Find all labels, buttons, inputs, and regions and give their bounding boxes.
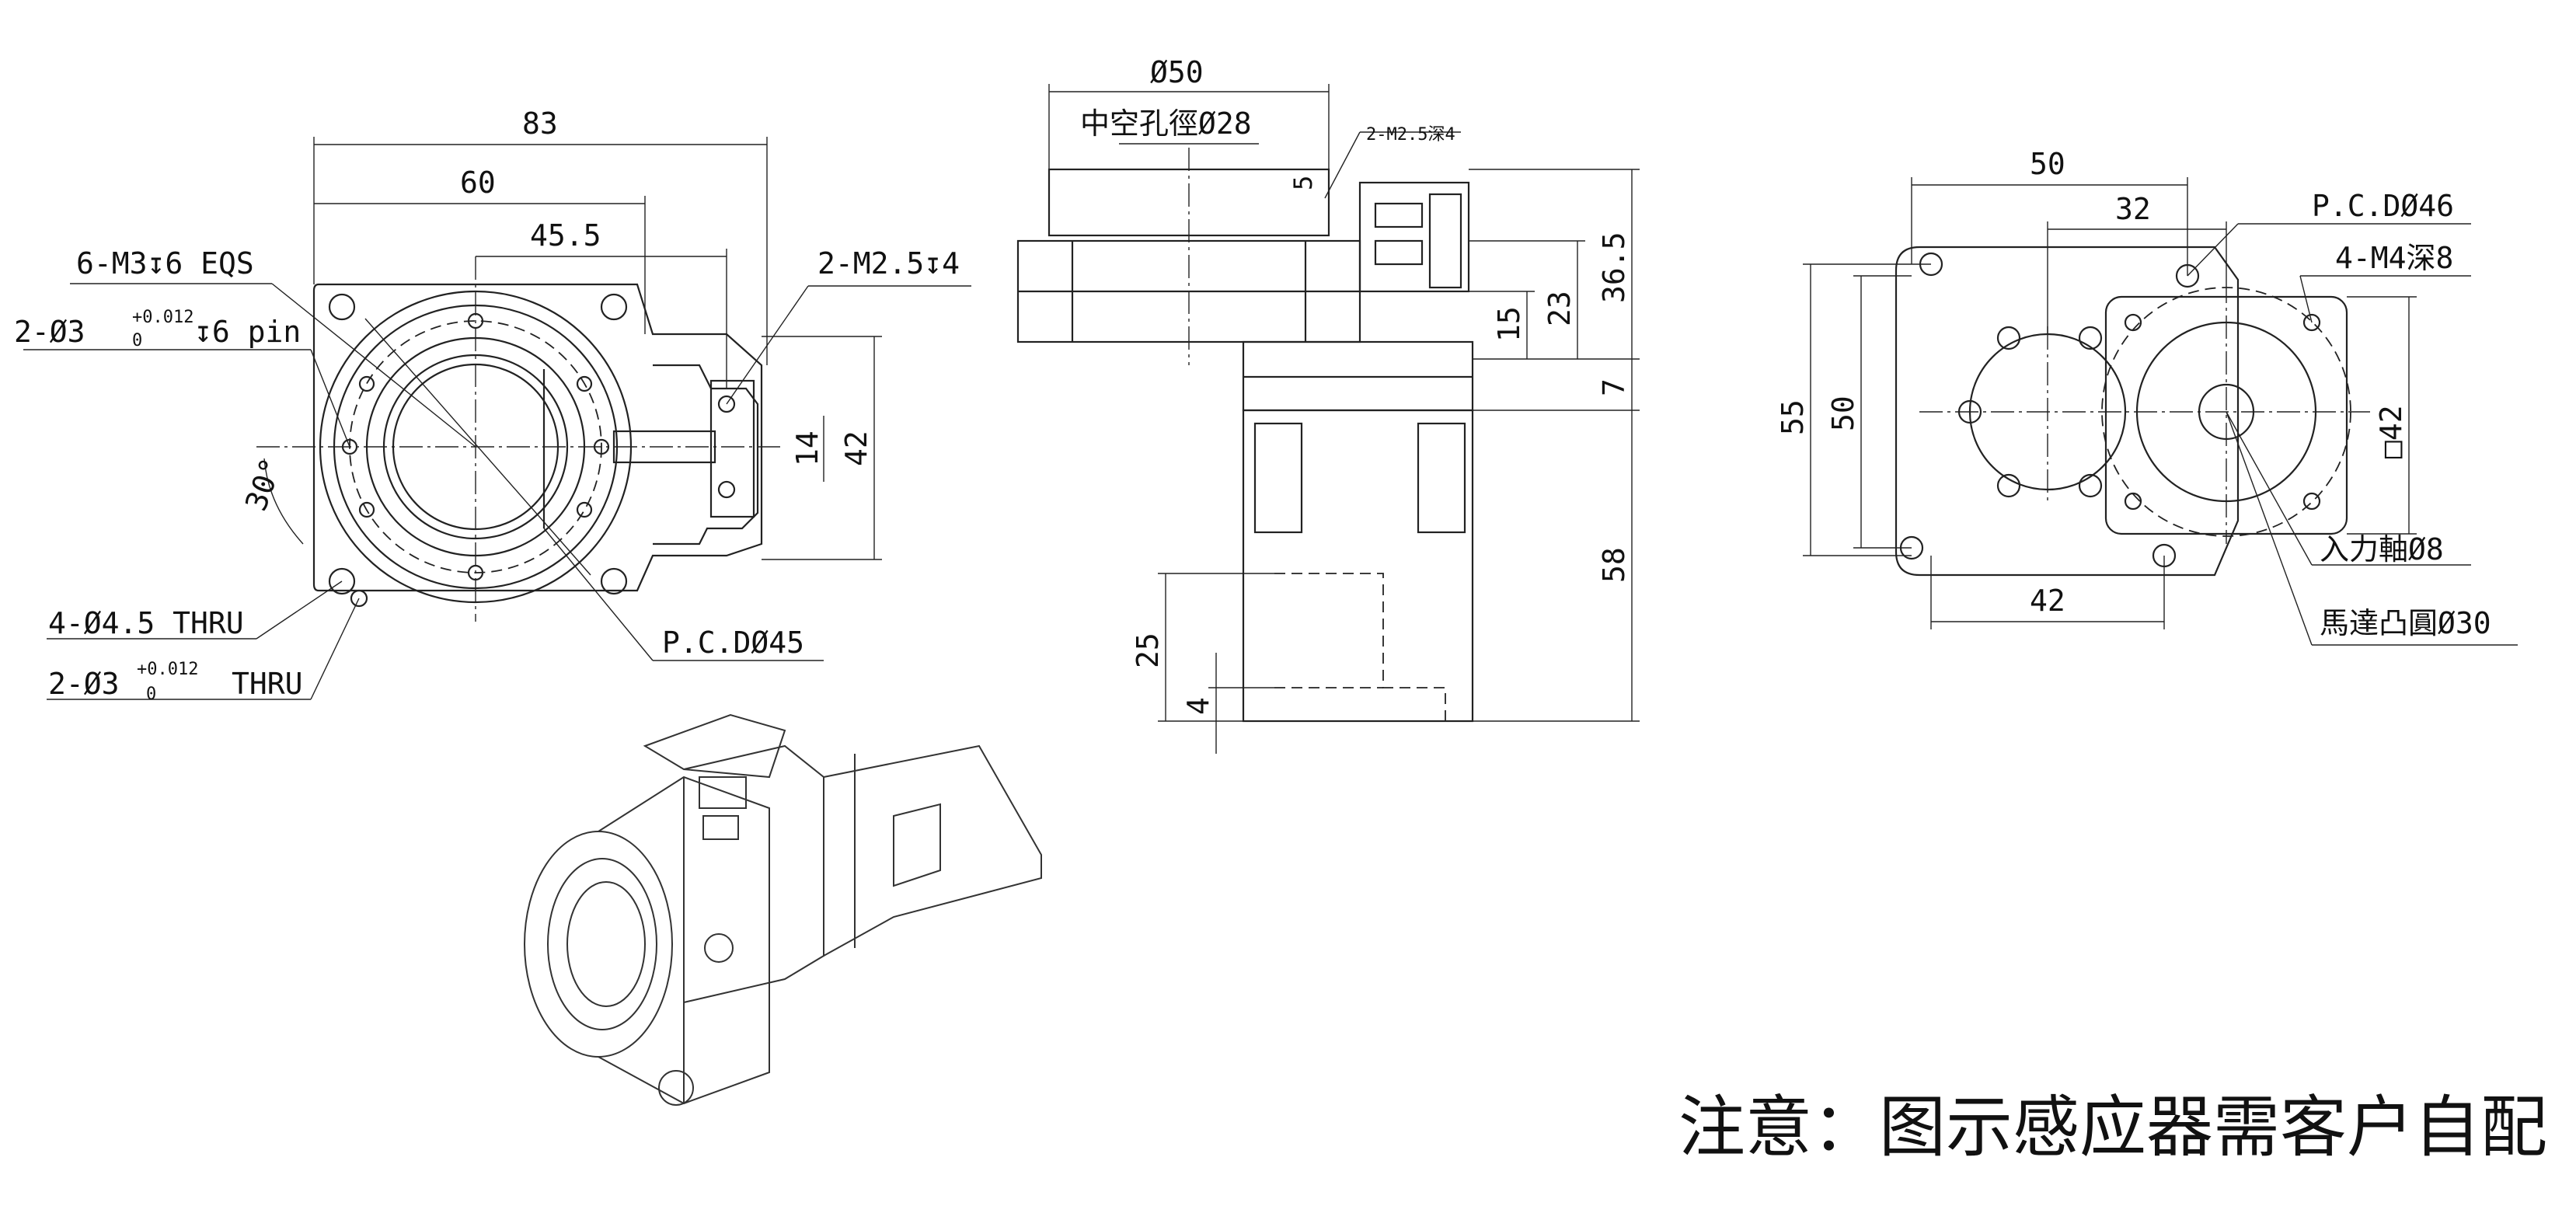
dim-15: 15 bbox=[1492, 306, 1526, 342]
dim-motor-50-left: 50 bbox=[1826, 396, 1860, 431]
customer-note: 注意：图示感应器需客户自配 bbox=[1678, 1089, 2547, 1166]
front-diagonal bbox=[364, 318, 591, 576]
callout-pin-tol-lower: 0 bbox=[132, 331, 142, 350]
callout-motor-pcd: P.C.DØ46 bbox=[2312, 189, 2454, 223]
front-pin-hole bbox=[350, 589, 368, 608]
side-motor-housing bbox=[1242, 409, 1474, 723]
callout-input-shaft: 入力軸Ø8 bbox=[2320, 532, 2444, 566]
callout-motor-boss: 馬達凸圓Ø30 bbox=[2320, 606, 2491, 640]
front-sensor-bracket bbox=[709, 379, 755, 518]
motor-housing-outline bbox=[1895, 246, 2240, 577]
callout-pin-suffix: ↧6 pin bbox=[194, 315, 301, 349]
side-sensor-block bbox=[1358, 181, 1470, 293]
front-m2-5-hole bbox=[717, 480, 736, 499]
dim-60: 60 bbox=[460, 166, 496, 200]
dim-5: 5 bbox=[1288, 176, 1318, 190]
dim-42-bottom: 42 bbox=[2030, 584, 2065, 618]
hollow-bore: 中空孔徑Ø28 bbox=[1080, 106, 1252, 141]
motor-view: 50 32 P.C.DØ46 4-M4深8 55 50 □42 42 入力軸Ø8… bbox=[1776, 147, 2518, 646]
dim-25: 25 bbox=[1131, 633, 1165, 668]
isometric-view bbox=[524, 713, 1042, 1106]
side-view: Ø50 中空孔徑Ø28 2-M2.5深4 5 36.5 23 15 7 58 2… bbox=[1016, 55, 1640, 754]
front-corner-hole bbox=[600, 567, 628, 595]
angle-arc-30 bbox=[263, 458, 304, 545]
front-view: 83 60 45.5 14 42 30° 6-M3↧6 EQS 2-Ø3 +0.… bbox=[14, 106, 971, 704]
callout-thru-4-5: 4-Ø4.5 THRU bbox=[48, 606, 244, 640]
callout-pcd: P.C.DØ45 bbox=[662, 626, 804, 660]
dim-42-right: □42 bbox=[2374, 405, 2408, 458]
front-sensor-tab bbox=[653, 364, 759, 545]
dim-7: 7 bbox=[1597, 378, 1631, 396]
dim-motor-50-top: 50 bbox=[2030, 147, 2065, 181]
callout-pin-tol-upper: +0.012 bbox=[132, 308, 193, 327]
dim-14: 14 bbox=[790, 430, 824, 466]
front-m2-5-hole bbox=[717, 395, 736, 413]
callout-m2-5-deep: 2-M2.5深4 bbox=[1366, 125, 1455, 145]
dim-42: 42 bbox=[839, 430, 873, 466]
front-corner-hole bbox=[328, 567, 356, 595]
dim-side-50: Ø50 bbox=[1150, 55, 1204, 89]
iso-flange-outer bbox=[524, 831, 673, 1058]
front-corner-hole bbox=[600, 293, 628, 321]
dim-55: 55 bbox=[1776, 399, 1810, 435]
front-bolt-hole bbox=[576, 501, 593, 518]
callout-m3: 6-M3↧6 EQS bbox=[76, 246, 254, 281]
callout-m2-5: 2-M2.5↧4 bbox=[817, 246, 960, 281]
dim-36-5: 36.5 bbox=[1597, 232, 1631, 303]
front-bolt-hole bbox=[358, 375, 375, 392]
callout-m4: 4-M4深8 bbox=[2335, 241, 2453, 275]
front-corner-hole bbox=[328, 293, 356, 321]
callout-thru3-tol-lower: 0 bbox=[146, 685, 156, 704]
callout-pin-prefix: 2-Ø3 bbox=[14, 315, 85, 349]
dim-45-5: 45.5 bbox=[530, 218, 601, 253]
angle-30: 30° bbox=[239, 454, 289, 516]
front-flange-outline bbox=[312, 283, 763, 592]
front-bolt-hole bbox=[358, 501, 375, 518]
side-hidden-lines bbox=[1274, 573, 1446, 721]
front-bolt-hole bbox=[576, 375, 593, 392]
callout-thru3-tol-upper: +0.012 bbox=[137, 660, 198, 679]
dim-58: 58 bbox=[1597, 547, 1631, 583]
dim-32: 32 bbox=[2115, 192, 2151, 226]
dim-4: 4 bbox=[1181, 697, 1215, 715]
dim-83: 83 bbox=[522, 106, 558, 141]
callout-thru3-suffix: THRU bbox=[232, 667, 303, 701]
dim-23: 23 bbox=[1542, 291, 1577, 326]
callout-thru3-prefix: 2-Ø3 bbox=[48, 667, 120, 701]
